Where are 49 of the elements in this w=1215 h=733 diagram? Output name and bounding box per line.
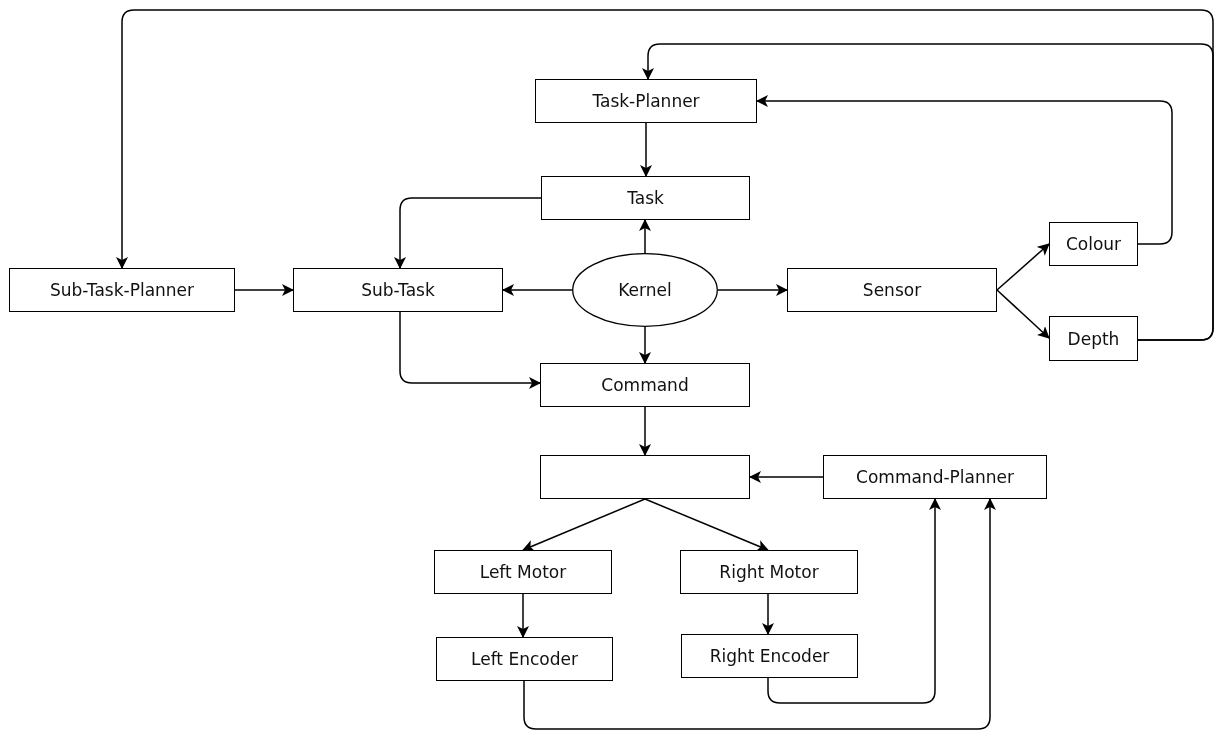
arrow xyxy=(639,406,651,456)
process-box xyxy=(823,455,1047,499)
arrow xyxy=(640,122,652,177)
arrow xyxy=(767,498,941,704)
arrow xyxy=(523,498,996,730)
arrow xyxy=(717,284,788,296)
arrow xyxy=(996,289,1050,339)
process-box xyxy=(434,550,612,594)
process-box xyxy=(293,268,503,312)
node-label: Command-Planner xyxy=(856,467,1014,487)
arrow xyxy=(517,593,529,638)
node-label: Colour xyxy=(1065,234,1122,254)
node-label: Sub-Task-Planner xyxy=(49,280,195,300)
arrow xyxy=(399,311,541,389)
node-label: Sub-Task xyxy=(361,280,435,300)
process-box xyxy=(436,637,613,681)
arrow xyxy=(639,326,651,364)
node-label: Task xyxy=(627,188,664,208)
arrow xyxy=(996,243,1050,291)
arrow xyxy=(502,284,573,296)
ellipse-node xyxy=(572,253,718,327)
process-box xyxy=(680,550,858,594)
process-box xyxy=(1049,222,1138,266)
process-box xyxy=(787,268,997,312)
node-label: Depth xyxy=(1067,328,1120,349)
arrow xyxy=(234,284,294,296)
arrow xyxy=(522,498,646,552)
arrow xyxy=(116,9,1214,341)
node-label: Sensor xyxy=(862,280,922,300)
process-box xyxy=(9,268,235,312)
process-box xyxy=(681,634,858,678)
arrow xyxy=(639,219,651,254)
node-label: Command xyxy=(601,375,689,395)
node-label: Left Encoder xyxy=(471,649,578,669)
node-label: Kernel xyxy=(618,280,672,300)
arrow xyxy=(749,471,824,483)
process-box xyxy=(535,79,757,123)
process-box xyxy=(541,176,750,220)
node-label: Right Motor xyxy=(719,562,819,582)
arrow xyxy=(644,498,769,552)
process-box xyxy=(1049,316,1138,361)
node-label: Task-Planner xyxy=(592,91,700,111)
arrow xyxy=(756,95,1173,245)
node-label: Right Encoder xyxy=(709,646,830,666)
arrow xyxy=(394,197,542,269)
process-box xyxy=(540,363,750,407)
box xyxy=(540,455,750,499)
node-label: Left Motor xyxy=(479,562,567,582)
arrow xyxy=(762,593,774,635)
